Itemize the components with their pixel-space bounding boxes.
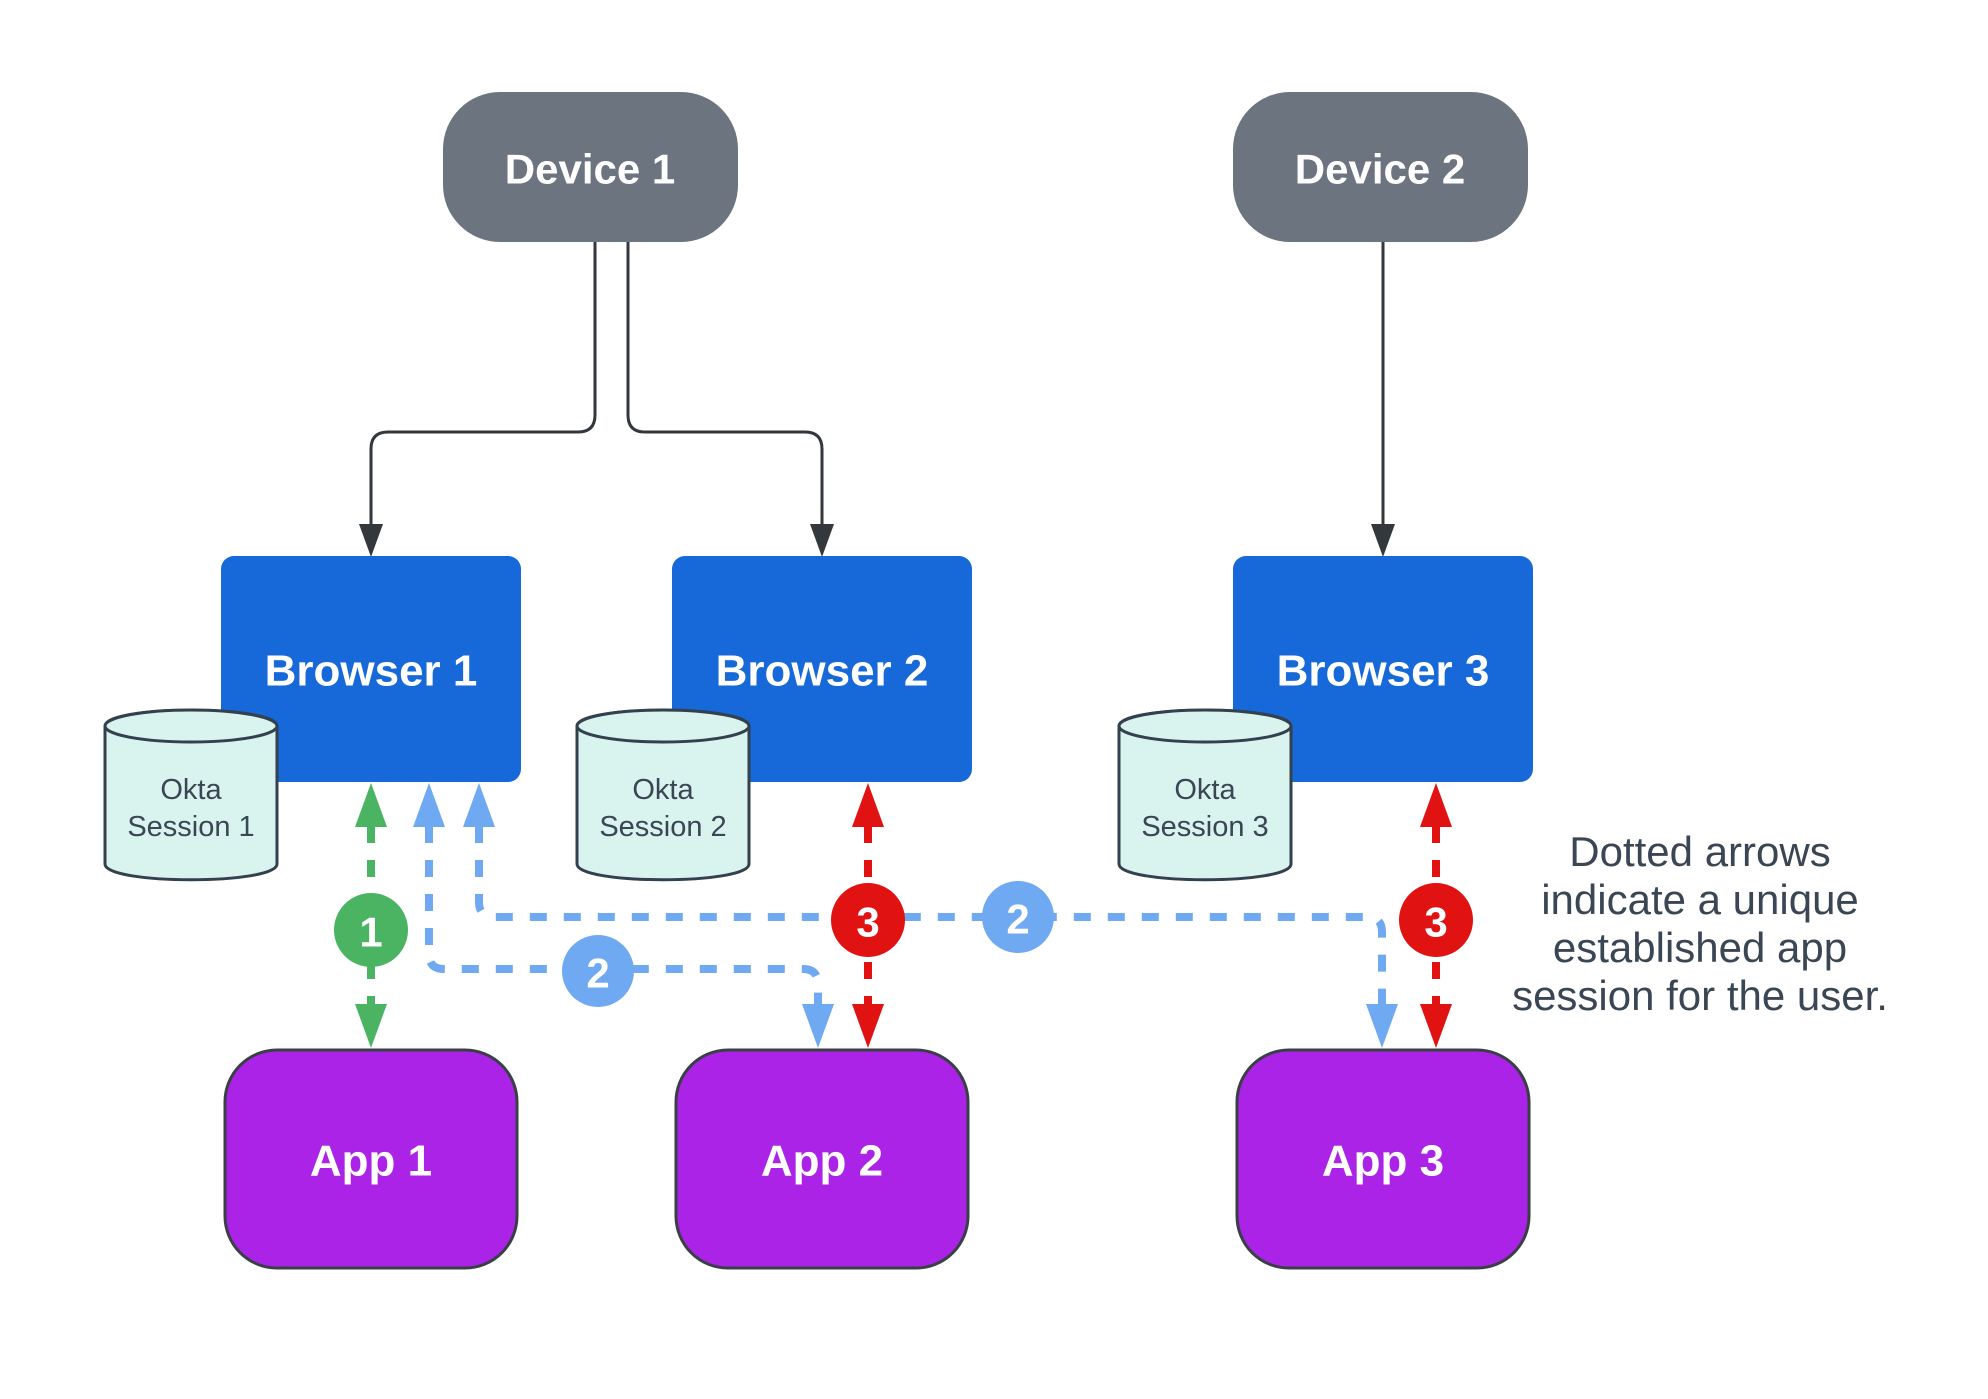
connector-device1-to-browser1: [359, 242, 597, 557]
app-session-1-arrow-browser1-app1: [355, 783, 387, 1048]
badge-number: 3: [856, 899, 879, 946]
app-session-2-arrow-browser1-app2: [413, 783, 834, 1048]
session-badge-3-b: 3: [1399, 883, 1473, 957]
okta-session-1-line2: Session 1: [127, 811, 254, 843]
app-shape: [1235, 1048, 1531, 1270]
arrowhead-down-icon: [1366, 1004, 1398, 1048]
app-2-label: App 2: [761, 1137, 883, 1186]
arrowhead-down-icon: [852, 1004, 884, 1048]
annotation-line-1: Dotted arrows: [1569, 828, 1830, 875]
annotation-line-2: indicate a unique: [1541, 876, 1859, 923]
app-session-3-arrow-browser3-app3: [1420, 783, 1452, 1048]
badge-number: 2: [586, 950, 609, 997]
node-app-2: App 2: [674, 1048, 970, 1270]
app-shape: [223, 1048, 519, 1270]
node-device-1: Device 1: [443, 92, 738, 242]
annotation-line-4: session for the user.: [1512, 972, 1888, 1019]
cylinder-top: [575, 708, 751, 744]
badge-circle: [334, 893, 408, 967]
badge-number: 2: [1006, 896, 1029, 943]
badge-number: 1: [359, 909, 382, 956]
connector-line: [369, 242, 597, 524]
arrowhead-down-icon: [810, 524, 834, 557]
node-app-3: App 3: [1235, 1048, 1531, 1270]
connector-device2-to-browser3: [1371, 242, 1395, 557]
node-okta-session-3: Okta Session 3: [1117, 708, 1293, 882]
arrowhead-down-icon: [1420, 1004, 1452, 1048]
node-device-2: Device 2: [1233, 92, 1528, 242]
session-badge-1: 1: [334, 893, 408, 967]
cylinder-top: [103, 708, 279, 744]
arrowhead-up-icon: [355, 783, 387, 827]
arrowhead-down-icon: [1371, 524, 1395, 557]
browser-1-label: Browser 1: [265, 647, 478, 696]
okta-session-1-line1: Okta: [160, 774, 222, 806]
browser-2-label: Browser 2: [716, 647, 929, 696]
session-badge-3-a: 3: [831, 883, 905, 957]
annotation-dotted-arrows-note: Dotted arrows indicate a unique establis…: [1512, 828, 1888, 1019]
connector-line: [626, 242, 824, 524]
arrowhead-down-icon: [359, 524, 383, 557]
badge-number: 3: [1424, 899, 1447, 946]
app-3-label: App 3: [1322, 1137, 1444, 1186]
badge-circle: [1399, 883, 1473, 957]
arrowhead-up-icon: [413, 783, 445, 827]
arrowhead-up-icon: [852, 783, 884, 827]
browser-shape: [1233, 556, 1533, 782]
okta-session-2-line2: Session 2: [599, 811, 726, 843]
arrowhead-up-icon: [463, 783, 495, 827]
badge-circle: [562, 935, 634, 1007]
node-okta-session-1: Okta Session 1: [103, 708, 279, 882]
app-session-3-arrow-browser2-app2: [852, 783, 884, 1048]
arrowhead-down-icon: [355, 1004, 387, 1048]
device-2-label: Device 2: [1295, 146, 1465, 193]
okta-session-2-line1: Okta: [632, 774, 694, 806]
app-1-label: App 1: [310, 1137, 432, 1186]
node-app-1: App 1: [223, 1048, 519, 1270]
browser-3-label: Browser 3: [1277, 647, 1490, 696]
app-shape: [674, 1048, 970, 1270]
browser-shape: [221, 556, 521, 782]
session-badge-2-a: 2: [562, 935, 634, 1007]
okta-session-3-line2: Session 3: [1141, 811, 1268, 843]
connector-device1-to-browser2: [626, 242, 834, 557]
device-shape: [443, 92, 738, 242]
session-badge-2-b: 2: [982, 881, 1054, 953]
app-session-2-arrow-browser1-app3: [463, 783, 1398, 1048]
okta-session-3-line1: Okta: [1174, 774, 1236, 806]
node-browser-1: Browser 1: [221, 556, 521, 782]
cylinder-top: [1117, 708, 1293, 744]
dashed-line: [475, 826, 1386, 1004]
badge-circle: [831, 883, 905, 957]
device-1-label: Device 1: [505, 146, 675, 193]
arrowhead-down-icon: [802, 1004, 834, 1048]
annotation-line-3: established app: [1553, 924, 1847, 971]
node-browser-3: Browser 3: [1233, 556, 1533, 782]
arrowhead-up-icon: [1420, 783, 1452, 827]
node-okta-session-2: Okta Session 2: [575, 708, 751, 882]
badge-circle: [982, 881, 1054, 953]
device-shape: [1233, 92, 1528, 242]
